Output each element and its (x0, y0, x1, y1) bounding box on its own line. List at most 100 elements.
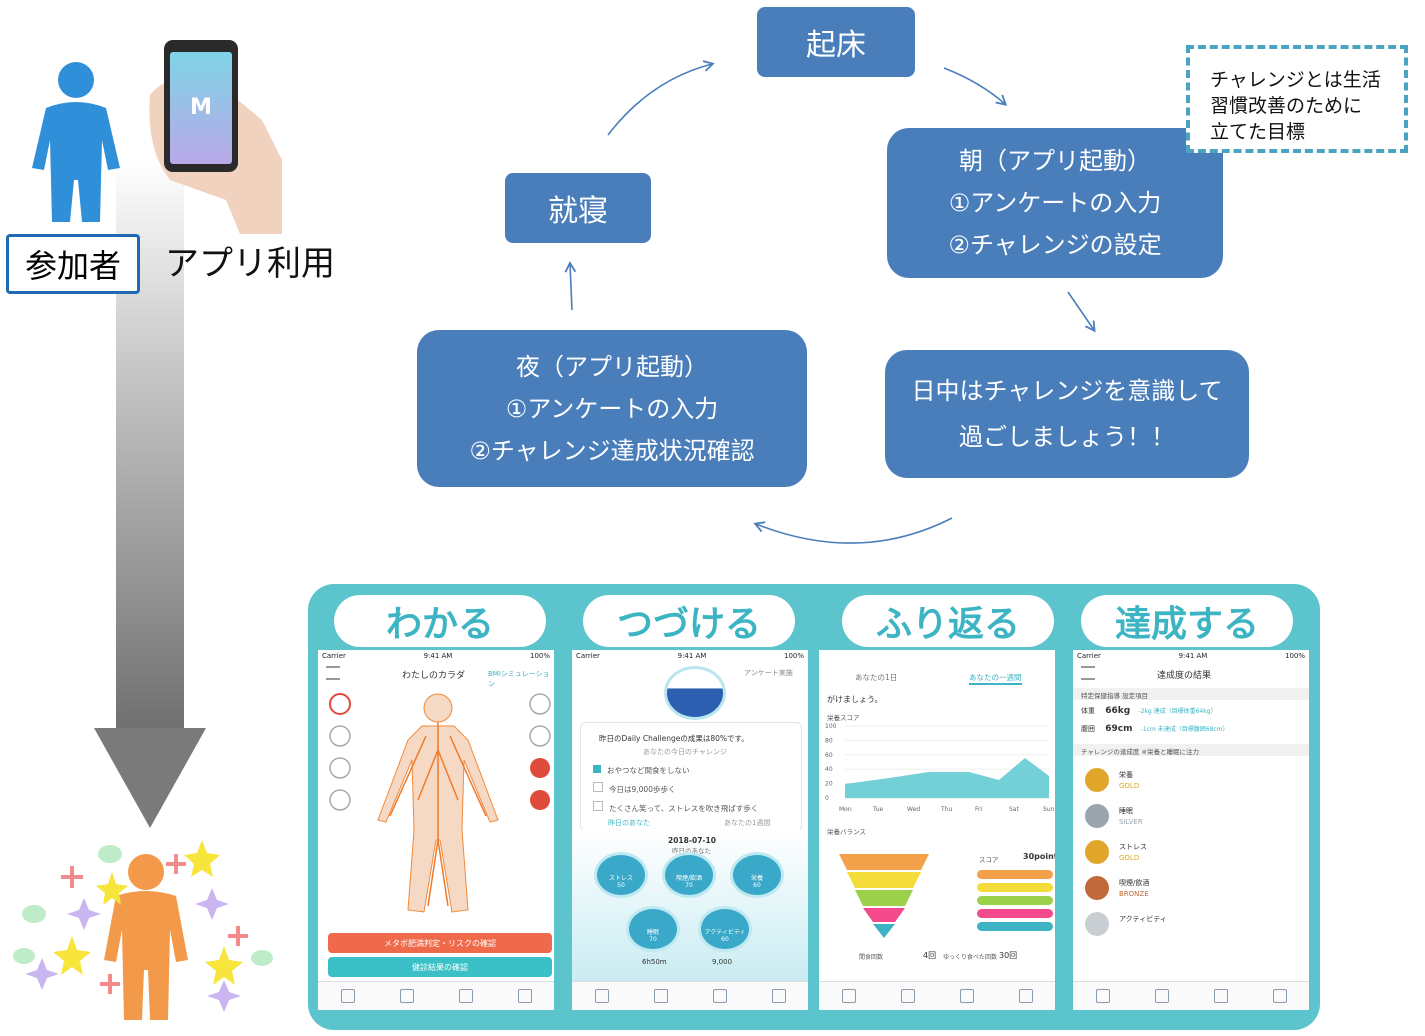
morning-line-1: 朝（アプリ起動） (959, 147, 1151, 175)
note-line-3: 立てた目標 (1210, 121, 1306, 143)
points: 30point (1023, 852, 1055, 861)
status-bar: Carrier 9:41 AM 100% (1073, 650, 1309, 662)
dashboard-tab-icon[interactable] (340, 989, 355, 1003)
screen-achievement: Carrier 9:41 AM 100% 達成度の結果 特定保健指導 設定項目 … (1073, 650, 1309, 1010)
night-line-2: ①アンケートの入力 (505, 394, 719, 423)
medal-icon (1085, 912, 1109, 936)
morning-box: 朝（アプリ起動） ①アンケートの入力 ②チャレンジの設定 (887, 128, 1223, 278)
dashboard-tab-icon[interactable] (1095, 989, 1110, 1003)
score-text: スコア (979, 856, 999, 864)
steps: 9,000 (712, 958, 733, 966)
x-tick-label: Sun (1043, 806, 1055, 813)
achievement-tab-icon[interactable] (458, 989, 473, 1003)
phase-continue: つづける (583, 595, 795, 647)
result-person-icon (104, 854, 188, 1020)
status-bar: Carrier 9:41 AM 100% (318, 650, 554, 662)
record-tab-icon[interactable] (517, 989, 532, 1003)
y-tick-label: 20 (825, 781, 833, 788)
night-line-1: 夜（アプリ起動） (516, 352, 708, 381)
participant-label: 参加者 (6, 234, 140, 294)
balance-label: 栄養バランス (827, 828, 866, 836)
dashboard-tab-icon[interactable] (594, 989, 609, 1003)
sleep-box: 就寝 (505, 173, 651, 243)
achievement-tab-icon[interactable] (1213, 989, 1228, 1003)
carrier: Carrier (322, 652, 346, 660)
checkup-result-button[interactable]: 健診結果の確認 (328, 957, 552, 977)
record-tab-icon[interactable] (1272, 989, 1287, 1003)
carrier: Carrier (1077, 652, 1101, 660)
night-line-3: ②チャレンジ達成状況確認 (469, 436, 755, 465)
tab-yesterday[interactable]: 昨日のあなた (608, 819, 650, 827)
menu-icon[interactable] (326, 666, 340, 680)
y-tick-label: 0 (825, 795, 829, 802)
achievement-tab-icon[interactable] (959, 989, 974, 1003)
daytime-box: 日中はチャレンジを意識して 過ごしましょう！！ (885, 350, 1249, 478)
medal-icon (1085, 804, 1109, 828)
challenge-item[interactable]: おやつなど間食をしない (593, 765, 801, 776)
body-tab-icon[interactable] (900, 989, 915, 1003)
medal-icon (1085, 840, 1109, 864)
balance-funnel (839, 854, 929, 938)
challenge-sub: あなたの今日のチャレンジ (643, 748, 727, 756)
advice-text: がけましょう。 (827, 695, 883, 704)
battery: 100% (529, 652, 550, 660)
y-tick-label: 60 (825, 752, 833, 759)
body-tab-icon[interactable] (1154, 989, 1169, 1003)
award-row: アクティビティ (1085, 910, 1295, 940)
challenge-message: 昨日のDaily Challengeの成果は80%です。 (599, 734, 749, 743)
section-header: 特定保健指導 設定項目 (1073, 688, 1309, 700)
score-label: 栄養スコア (827, 714, 860, 722)
tab-bar (1073, 981, 1309, 1010)
record-tab-icon[interactable] (1018, 989, 1033, 1003)
survey-link[interactable]: アンケート実施 (744, 669, 793, 677)
x-tick-label: Tue (872, 806, 884, 813)
carrier: Carrier (576, 652, 600, 660)
clock: 9:41 AM (677, 652, 707, 660)
challenge-item[interactable]: 今日は9,000歩歩く (593, 782, 801, 795)
challenge-note: チャレンジとは生活 習慣改善のために 立てた目標 (1186, 45, 1408, 153)
phase-review: ふり返る (842, 595, 1054, 647)
weight-row: 体重 66kg -2kg 達成（目標体重64kg） (1081, 706, 1217, 716)
tab-bar (318, 981, 554, 1010)
tab-week[interactable]: あなたの一週間 (969, 672, 1022, 685)
progress-globe-icon (664, 666, 726, 720)
dashboard-tab-icon[interactable] (841, 989, 856, 1003)
balance-legend (977, 870, 1053, 936)
record-tab-icon[interactable] (771, 989, 786, 1003)
body-tab-icon[interactable] (399, 989, 414, 1003)
achievement-tab-icon[interactable] (712, 989, 727, 1003)
x-tick-label: Sat (1009, 806, 1019, 813)
x-tick-label: Wed (907, 806, 920, 813)
y-tick-label: 100 (825, 723, 837, 730)
x-tick-label: Mon (839, 806, 852, 813)
body-illustration (329, 693, 551, 913)
tab-day[interactable]: あなたの1日 (855, 673, 898, 682)
bmi-link[interactable]: BMIシミュレーション (488, 670, 550, 688)
wake-box: 起床 (757, 7, 915, 77)
wake-label: 起床 (806, 28, 866, 63)
morning-line-2: ①アンケートの入力 (948, 189, 1162, 217)
app-use-label: アプリ利用 (165, 244, 335, 284)
sleep-time: 6h50m (642, 958, 667, 966)
sleep-label: 就寝 (548, 194, 608, 229)
tab-week[interactable]: あなたの1週間 (724, 819, 771, 827)
battery: 100% (1284, 652, 1305, 660)
phase-achieve: 達成する (1081, 595, 1293, 647)
menu-icon[interactable] (1081, 666, 1095, 680)
note-line-2: 習慣改善のために (1210, 95, 1363, 117)
morning-line-3: ②チャレンジの設定 (948, 231, 1162, 259)
body-tab-icon[interactable] (653, 989, 668, 1003)
daytime-line-1: 日中はチャレンジを意識して (911, 377, 1223, 405)
challenge-item[interactable]: たくさん笑って、ストレスを吹き飛ばす歩く (593, 801, 801, 814)
x-tick-label: Fri (975, 806, 982, 813)
metabo-check-button[interactable]: メタボ肥満判定・リスクの確認 (328, 933, 552, 953)
summary-date: 2018-07-10 (668, 836, 716, 845)
note-line-1: チャレンジとは生活 (1210, 69, 1381, 91)
